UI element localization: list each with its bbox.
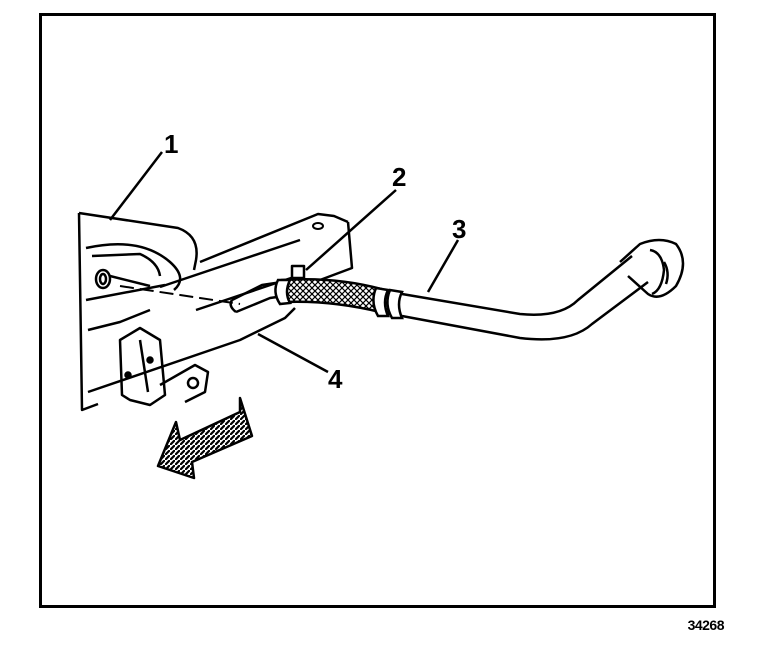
vehicle-body xyxy=(77,211,354,412)
centerline xyxy=(119,285,241,305)
callout-2: 2 xyxy=(392,162,407,192)
figure-id: 34268 xyxy=(687,617,725,633)
illustration-frame xyxy=(39,13,716,608)
callout-3: 3 xyxy=(452,214,467,244)
tailpipe xyxy=(401,238,685,341)
pipe-clamps xyxy=(274,278,404,320)
muffler xyxy=(85,242,182,302)
callout-1: 1 xyxy=(164,129,179,159)
leader-lines xyxy=(109,151,460,374)
hanger-bracket xyxy=(118,326,210,407)
forward-direction-arrow xyxy=(156,396,254,480)
callout-4: 4 xyxy=(328,364,343,394)
